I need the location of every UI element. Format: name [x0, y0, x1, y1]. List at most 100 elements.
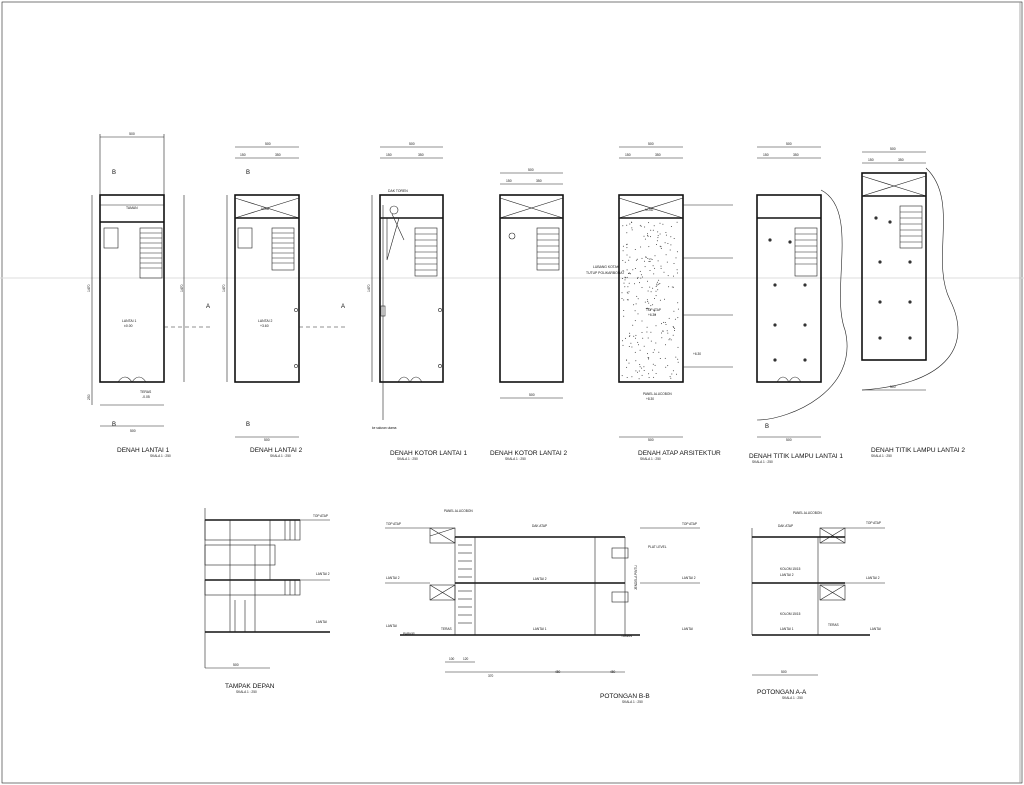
- hatch-dot: [647, 235, 649, 236]
- hatch-dot: [655, 295, 657, 297]
- plan-title: DENAH KOTOR LANTAI 2: [490, 450, 567, 457]
- hatch-dot: [626, 359, 627, 361]
- lantai2-label: LANTAI 2: [780, 573, 794, 577]
- hatch-dot: [647, 307, 649, 309]
- hatch-dot: [644, 226, 646, 228]
- dim-370: 370: [488, 674, 494, 678]
- dim-120: 120: [463, 657, 469, 661]
- elevation-title: TAMPAK DEPAN: [225, 683, 275, 690]
- hatch-dot: [640, 246, 642, 248]
- hatch-dot: [649, 260, 651, 262]
- hatch-dot: [644, 301, 646, 303]
- elevation-tampak-depan: TOP ATAP LANTAI 2 LANTAI 500 TAMPAK DEPA…: [204, 508, 330, 694]
- hatch-dot: [650, 229, 652, 231]
- hatch-dot: [622, 344, 624, 346]
- right-top-atap: TOP ATAP: [866, 521, 881, 525]
- section-mark-b: B: [765, 424, 769, 430]
- hatch-dot: [639, 364, 641, 365]
- plan-title: DENAH KOTOR LANTAI 1: [390, 450, 467, 457]
- hatch-dot: [628, 259, 630, 261]
- hatch-dot: [676, 221, 678, 223]
- hatch-dot: [647, 337, 649, 339]
- hatch-dot: [622, 260, 624, 261]
- hatch-dot: [669, 249, 671, 251]
- hatch-dot: [652, 304, 654, 306]
- hatch-dot: [657, 231, 659, 233]
- dim-bottom: 500: [264, 438, 270, 442]
- hatch-dot: [676, 251, 678, 253]
- hatch-dot: [639, 270, 641, 272]
- hatch-dot: [648, 258, 650, 260]
- hatch-dot: [623, 282, 625, 284]
- hatch-dot: [648, 373, 650, 375]
- plan-titik-lampu-lantai-2: 500 150 350 500 DENAH TITIK LAMPU LANTAI…: [861, 147, 965, 458]
- hatch-dot: [672, 370, 674, 372]
- plan-title: DENAH LANTAI 2: [250, 447, 303, 454]
- hatch-dot: [643, 366, 645, 368]
- floor-label: LANTAI 1: [122, 319, 137, 323]
- hatch-dot: [655, 290, 657, 292]
- dim-top: 500: [409, 142, 415, 146]
- void-label: VOID: [261, 207, 270, 211]
- teras-label: TERAS: [441, 627, 452, 631]
- hatch-dot: [659, 283, 661, 284]
- dak-label: DAK ATAP: [532, 524, 547, 528]
- hatch-dot: [656, 283, 658, 285]
- note-polikarbonat: TUTUP POLIKARBONAT: [586, 271, 624, 275]
- hatch-dot: [673, 238, 675, 239]
- dim-seg2: 350: [536, 179, 542, 183]
- hatch-dot: [624, 286, 626, 288]
- hatch-dot: [621, 375, 623, 377]
- hatch-dot: [655, 342, 657, 344]
- hatch-dot: [654, 314, 656, 316]
- floor-level: +3.60: [260, 324, 269, 328]
- panel-label: PANEL ALUCOBON: [444, 509, 473, 513]
- hatch-dot: [626, 254, 628, 256]
- bottom-note: ke saluran utama: [372, 426, 397, 430]
- hatch-dot: [659, 245, 661, 247]
- stair: [899, 205, 923, 249]
- mid-lantai-2: LANTAI 2: [533, 577, 547, 581]
- hatch-dot: [622, 270, 624, 272]
- hatch-dot: [627, 292, 629, 294]
- hatch-dot: [637, 341, 639, 343]
- hatch-dot: [654, 267, 656, 269]
- dim-100: 100: [449, 657, 455, 661]
- hatch-dot: [624, 279, 626, 281]
- stair: [536, 227, 560, 271]
- hatch-dot: [669, 338, 671, 340]
- hatch-dot: [635, 259, 637, 261]
- hatch-dot: [670, 339, 672, 341]
- hatch-dot: [659, 299, 661, 301]
- hatch-dot: [626, 224, 628, 226]
- hatch-dot: [640, 277, 642, 279]
- hatch-dot: [655, 325, 657, 327]
- hatch-dot: [652, 265, 654, 267]
- right-top-atap: TOP ATAP: [682, 522, 697, 526]
- hatch-dot: [632, 269, 634, 271]
- hatch-dot: [643, 345, 645, 347]
- hatch-dot: [628, 346, 630, 347]
- hatch-dot: [671, 373, 673, 375]
- plat-level-label: PLAT LEVEL: [648, 545, 667, 549]
- hatch-dot: [639, 224, 641, 226]
- hatch-dot: [646, 299, 648, 301]
- plan-title: DENAH TITIK LAMPU LANTAI 2: [871, 447, 965, 454]
- plan-scale: SKALA 1 : 250: [270, 454, 291, 458]
- hatch-dot: [648, 302, 650, 304]
- hatch-dot: [653, 225, 655, 227]
- elevation-scale: SKALA 1 : 250: [236, 690, 257, 694]
- hatch-dot: [660, 248, 662, 249]
- plan-title: DENAH TITIK LAMPU LANTAI 1: [749, 453, 843, 460]
- hatch-dot: [673, 263, 675, 264]
- hatch-dot: [666, 261, 668, 263]
- note-lubang: LUBANG KOTAK: [593, 265, 620, 269]
- hatch-dot: [648, 377, 650, 378]
- hatch-dot: [641, 374, 643, 376]
- hatch-dot: [670, 377, 672, 379]
- plan-title: DENAH LANTAI 1: [117, 447, 170, 454]
- dim-top: 500: [648, 142, 654, 146]
- section-potongan-a-a: PANEL ALUCOBON DAK ATAP KOLOM 15/15 LANT…: [751, 511, 885, 700]
- left-lantai: LANTAI: [386, 624, 397, 628]
- hatch-dot: [664, 298, 665, 300]
